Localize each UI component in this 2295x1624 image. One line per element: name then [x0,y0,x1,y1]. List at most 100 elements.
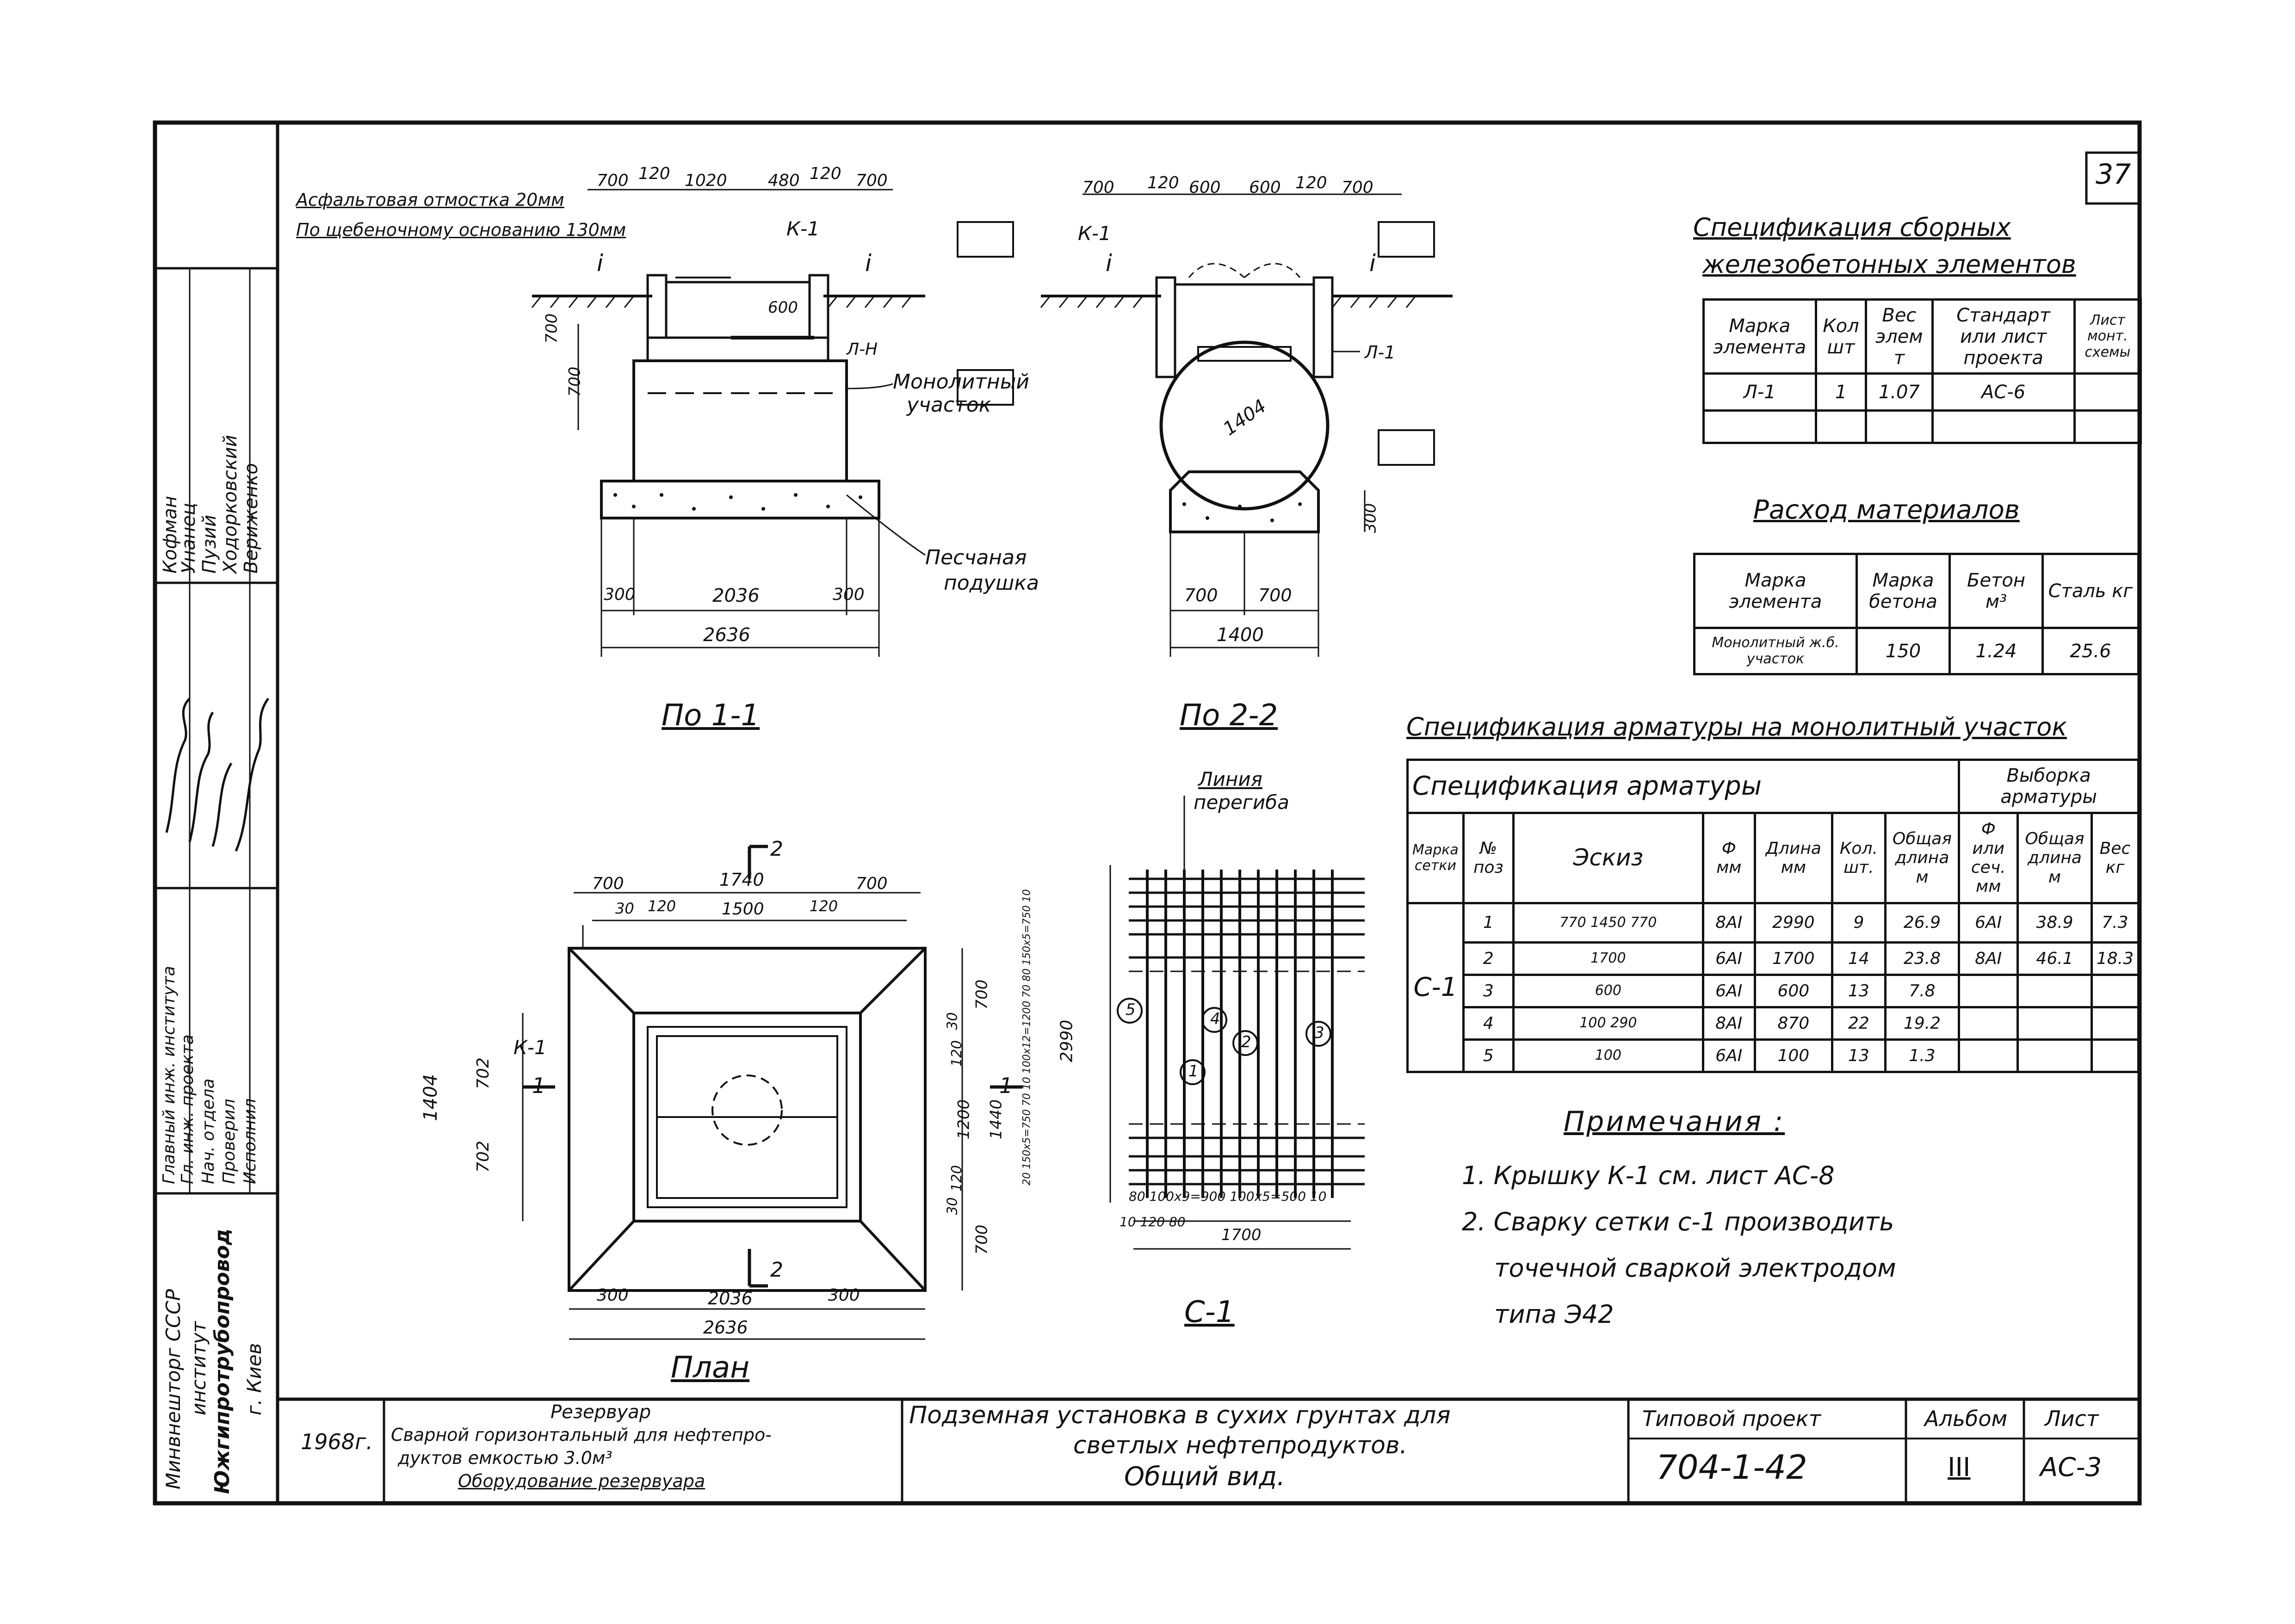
mesh-pos-5: 5 [1126,1000,1136,1019]
rebar-r4-sketch: 100 290 [1512,1006,1704,1041]
s11-dim-700b: 700 [856,171,888,190]
rebar-h-length: Длина мм [1753,812,1834,904]
tb-album-value: III [1948,1452,1971,1482]
rebar-r5-qty: 13 [1831,1038,1887,1073]
plan-total: 2636 [703,1317,748,1338]
rebar-h-sel-total: Общая длина м [2017,812,2093,904]
sheet-frame [153,120,2142,1506]
plan-dim-700a: 700 [592,874,624,893]
side-org-2: институт [187,1321,210,1415]
plan-cut-2-top: 2 [770,837,783,861]
note-2-cont: точечной сваркой электродом [1494,1254,1896,1283]
rebar-h-pos: № поз [1462,812,1515,904]
plan-k1-label: К-1 [513,1036,547,1059]
rebar-r1-sel-total: 38.9 [2017,902,2093,944]
s22-dim-120b: 120 [1295,173,1327,192]
plan-dim-700d: 700 [972,1224,991,1255]
tb-object-1: Резервуар [551,1402,651,1423]
mat-r1-mark: Монолитный ж.б. участок [1693,627,1858,675]
rebar-r3-total: 7.8 [1884,974,1961,1008]
tb-object-2: Сварной горизонтальный для нефтепро- [391,1425,772,1445]
plan-cut-1-right: 1 [999,1073,1013,1098]
rebar-r3-dia: 6АI [1701,974,1756,1008]
rebar-r3-qty: 13 [1831,974,1887,1008]
mat-h-mark: Марка элемента [1693,553,1858,629]
plan-dim-30a: 30 [615,900,634,917]
plan-dim-1440: 1440 [987,1099,1006,1140]
mesh-pos-2: 2 [1241,1033,1251,1051]
plan-dim-120c: 120 [949,1040,965,1067]
rebar-r1-weight: 7.3 [2090,902,2140,944]
s22-slope-right: i [1369,250,1376,277]
pavement-note-2: По щебеночному основанию 130мм [296,220,626,240]
plan-dim-300b: 300 [828,1286,860,1305]
rebar-r2-total: 23.8 [1884,941,1961,976]
rebar-r3-sketch: 600 [1512,974,1704,1008]
rebar-r4-sel-dia [1958,1006,2019,1041]
rebar-r2-len: 1700 [1753,941,1834,976]
s11-total: 2636 [703,624,750,646]
s22-dim-600a: 600 [1189,178,1221,197]
plan-dim-700b: 700 [856,874,888,893]
s11-dim-480: 480 [768,171,800,190]
rebar-r3-weight [2090,974,2140,1008]
materials-table: Марка элемента Марка бетона Бетон м³ Ста… [1693,553,2140,675]
plan-dim-700c: 700 [972,979,991,1010]
mesh-title: С-1 [1184,1295,1235,1329]
s22-dim-120a: 120 [1147,173,1179,192]
section-1-1-title: По 1-1 [662,698,760,733]
precast-h-sheet: Лист монт. схемы [2073,298,2142,375]
side-role-2: Гл. инж. проекта [178,1034,197,1184]
rebar-r2-weight: 18.3 [2090,941,2140,976]
precast-r1-sheet [2073,372,2142,412]
precast-h-weight: Вес элем т [1865,298,1934,375]
rebar-r1-qty: 9 [1831,902,1887,944]
rebar-r1-pos: 1 [1462,902,1515,944]
mesh-left-dims: 20 150х5=750 70 10 100х12=1200 70 80 150… [1021,889,1033,1186]
s11-lh-label: Л-Н [847,340,878,359]
plan-cut-1-left: 1 [532,1073,546,1098]
s11-k1-label: К-1 [786,217,820,240]
side-name-4: Ходорковский [220,435,241,574]
plan-dim-120b: 120 [810,897,838,915]
mesh-bend-line-2: перегиба [1194,791,1289,814]
s22-l1-label: Л-1 [1365,342,1396,363]
s22-dim-700d: 700 [1258,585,1292,605]
rebar-r1-dia: 8АI [1701,902,1756,944]
sheet-number-box [2085,151,2141,205]
plan-title: План [671,1351,750,1385]
tb-year: 1968г. [301,1429,373,1454]
plan-dim-2036: 2036 [708,1288,753,1309]
rebar-r3-len: 600 [1753,974,1834,1008]
plan-dim-30b: 30 [944,1012,961,1030]
precast-r1-mark: Л-1 [1702,372,1817,412]
rebar-r2-sel-dia: 8АI [1958,941,2019,976]
mesh-pos-4: 4 [1210,1010,1220,1028]
rebar-r5-sel-dia [1958,1038,2019,1073]
rebar-r5-dia: 6АI [1701,1038,1756,1073]
mat-r1-grade: 150 [1856,627,1951,675]
tb-project-label: Типовой проект [1642,1406,1821,1431]
rebar-mesh-mark: С-1 [1406,902,1465,1073]
side-role-1: Главный инж. института [160,966,179,1184]
rebar-r5-total: 1.3 [1884,1038,1961,1073]
plan-dim-702b: 702 [473,1141,493,1173]
materials-title: Расход материалов [1753,495,2020,525]
s11-dim-300a: 300 [604,585,636,604]
mat-h-steel: Сталь кг [2041,553,2140,629]
s22-k1-label: К-1 [1078,222,1111,245]
rebar-r4-weight [2090,1006,2140,1041]
signatures [165,698,270,852]
precast-h-mark: Марка элемента [1702,298,1817,375]
side-org-1: Минвнешторг СССР [162,1289,185,1489]
rebar-h-qty: Кол. шт. [1831,812,1887,904]
notes-title: Примечания : [1564,1105,1785,1138]
s22-dim-700c: 700 [1184,585,1218,605]
rebar-h-sketch: Эскиз [1512,812,1704,904]
monolith-label-1: Монолитный [893,370,1030,394]
rebar-h-sel-dia: Ф или сеч. мм [1958,812,2019,904]
precast-h-standard: Стандарт или лист проекта [1931,298,2076,375]
rebar-h-total: Общая длина м [1884,812,1961,904]
rebar-r4-qty: 22 [1831,1006,1887,1041]
